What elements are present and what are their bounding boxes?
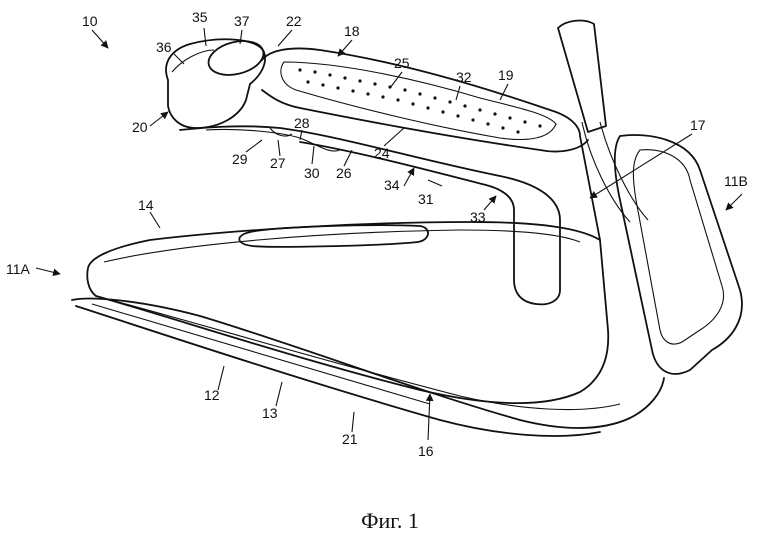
ref-label: 33	[470, 209, 486, 225]
ref-label: 22	[286, 13, 302, 29]
ref-label: 35	[192, 9, 208, 25]
ref-label: 36	[156, 39, 172, 55]
ref-label: 25	[394, 55, 410, 71]
ref-label: 28	[294, 115, 310, 131]
figure-caption: Фиг. 1	[0, 508, 780, 534]
ref-label: 31	[418, 191, 434, 207]
ref-label: 18	[344, 23, 360, 39]
ref-label: 13	[262, 405, 278, 421]
ref-label: 34	[384, 177, 400, 193]
ref-label: 10	[82, 13, 98, 29]
ref-label: 32	[456, 69, 472, 85]
reference-labels: 10 11A 11B 12 13 14 16 17 18 19 20 21 22…	[6, 9, 748, 459]
ref-label: 17	[690, 117, 706, 133]
ref-label: 26	[336, 165, 352, 181]
ref-label: 37	[234, 13, 250, 29]
ref-label: 11A	[6, 261, 31, 277]
ref-label: 14	[138, 197, 154, 213]
iron-outline	[72, 21, 742, 436]
ref-label: 21	[342, 431, 358, 447]
ref-label: 11B	[724, 173, 748, 189]
ref-label: 16	[418, 443, 434, 459]
ref-label: 19	[498, 67, 514, 83]
ref-label: 24	[374, 145, 390, 161]
ref-label: 27	[270, 155, 286, 171]
ref-label: 12	[204, 387, 220, 403]
ref-label: 30	[304, 165, 320, 181]
ref-label: 20	[132, 119, 148, 135]
ref-label: 29	[232, 151, 248, 167]
